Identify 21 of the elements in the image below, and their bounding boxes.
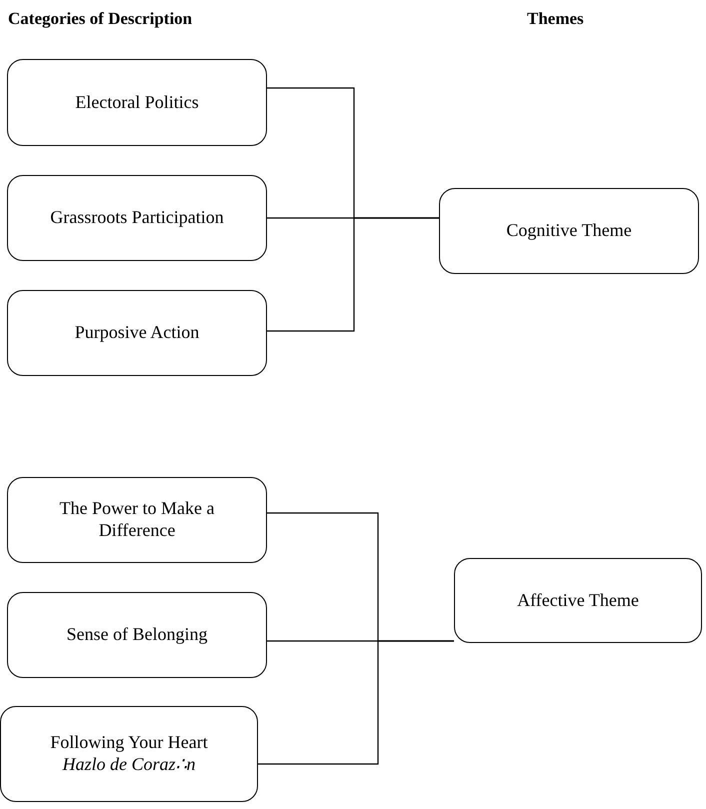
category-box: [454, 558, 702, 643]
column-heading: Categories of Description: [8, 8, 192, 30]
column-heading: Themes: [527, 8, 584, 30]
box-text: Sense of Belonging: [66, 624, 208, 646]
connector-line: [267, 217, 439, 332]
box-text: Hazlo de Coraz∴n: [62, 754, 196, 776]
category-box: [7, 477, 267, 563]
category-box: [7, 59, 267, 146]
category-box: [439, 188, 699, 274]
box-text: Cognitive Theme: [506, 220, 632, 242]
box-text: Following Your Heart: [50, 732, 208, 754]
box-text: Electoral Politics: [75, 92, 199, 114]
box-text: The Power to Make a Difference: [58, 498, 216, 542]
connector-line: [258, 640, 454, 765]
box-text: Purposive Action: [74, 322, 200, 344]
box-text: Grassroots Participation: [50, 207, 224, 229]
category-box: [7, 592, 267, 678]
category-box: [7, 290, 267, 376]
box-text: Affective Theme: [517, 590, 639, 612]
category-box: [7, 175, 267, 261]
category-box: [0, 706, 258, 802]
